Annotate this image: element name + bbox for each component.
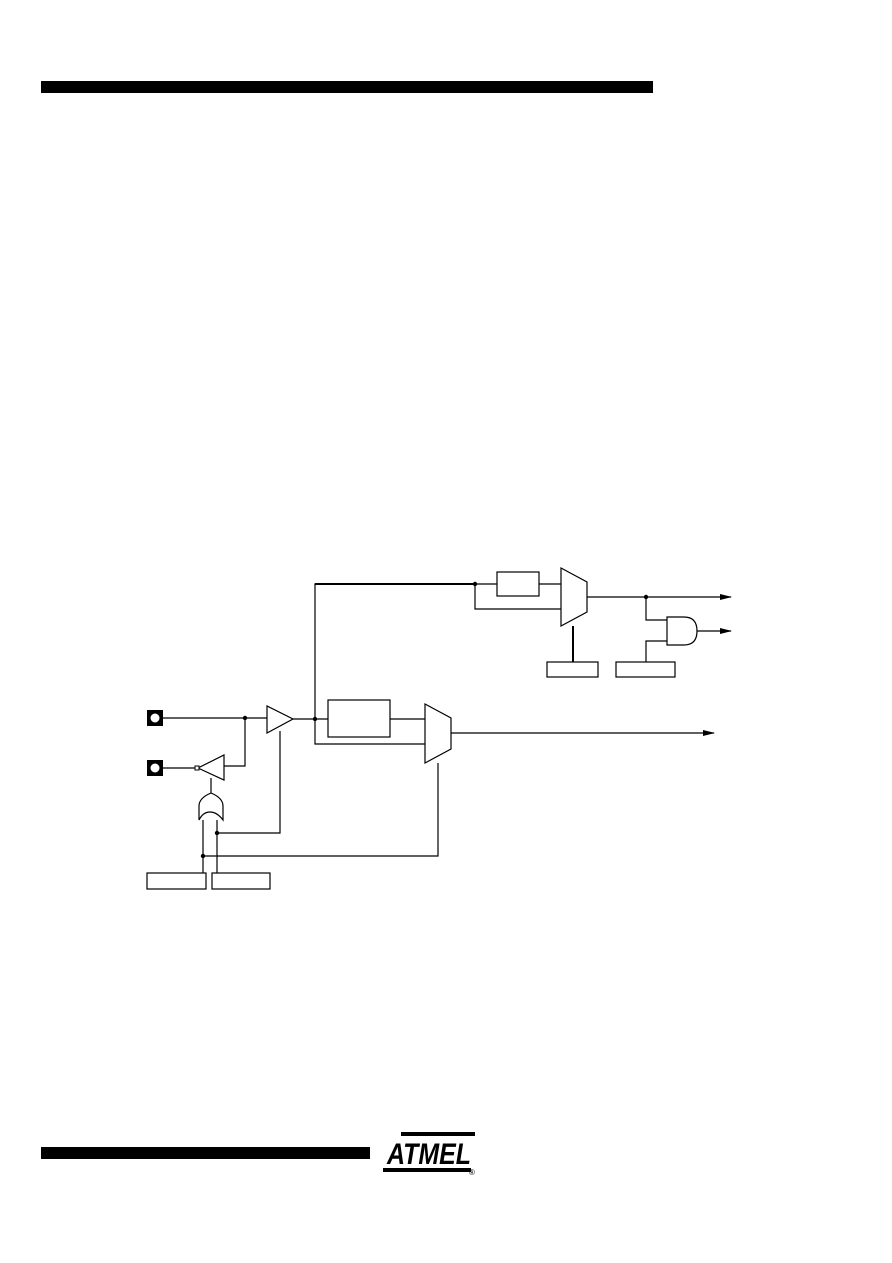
and-input-label-box bbox=[615, 661, 676, 678]
wire-junction-to-output-buffer bbox=[224, 718, 246, 767]
lower-left-label-box bbox=[146, 872, 207, 890]
wire-to-top-path bbox=[314, 583, 475, 719]
wire-lower-mux-select bbox=[203, 763, 439, 857]
logo-wordmark: ATMEL bbox=[386, 1138, 471, 1171]
input-buffer bbox=[266, 705, 295, 735]
upper-register-block bbox=[496, 571, 540, 597]
junction-dot bbox=[200, 853, 206, 859]
wire-to-lower-mux-bypass bbox=[314, 719, 425, 745]
junction-dot bbox=[242, 715, 248, 721]
wire-buffer-enable bbox=[217, 731, 281, 834]
and-gate bbox=[666, 616, 698, 646]
input-pin-2 bbox=[147, 760, 163, 776]
upper-select-label-box bbox=[546, 661, 599, 678]
junction-dot bbox=[643, 594, 649, 600]
lower-right-label-box bbox=[211, 872, 271, 890]
wire-and-input-a bbox=[645, 597, 667, 621]
junction-dot bbox=[472, 581, 478, 587]
wire-and-input-b bbox=[645, 640, 667, 662]
junction-dot bbox=[312, 716, 318, 722]
atmel-logo: ATMEL ® bbox=[383, 1132, 475, 1176]
header-rule bbox=[41, 81, 653, 93]
input-pin-1 bbox=[147, 710, 163, 726]
wire-top-bypass bbox=[474, 584, 561, 610]
lower-multiplexer bbox=[424, 702, 452, 765]
or-gate bbox=[198, 792, 224, 822]
registered-mark: ® bbox=[469, 1168, 475, 1176]
upper-multiplexer bbox=[560, 566, 588, 628]
output-buffer bbox=[194, 754, 225, 781]
footer-rule bbox=[41, 1147, 370, 1159]
junction-dot bbox=[214, 830, 220, 836]
lower-register-block bbox=[327, 699, 391, 738]
